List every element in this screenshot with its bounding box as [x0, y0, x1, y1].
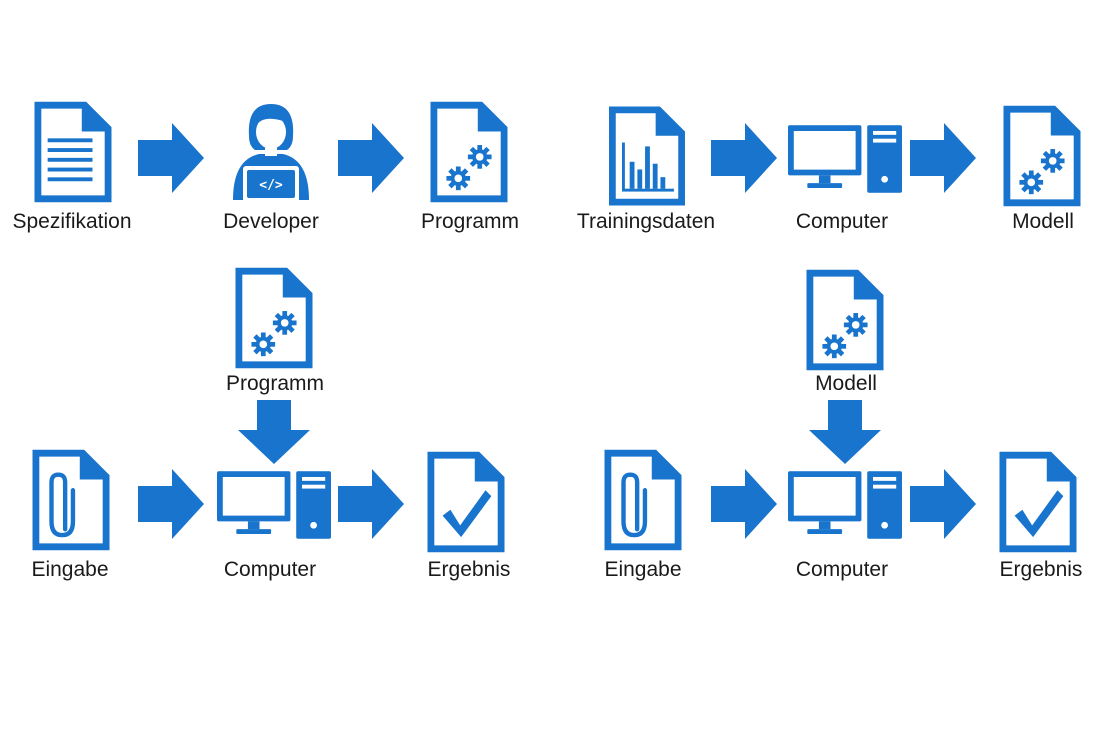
trainingsdaten-node: Trainingsdaten: [566, 100, 726, 240]
computer-node: Computer: [762, 100, 922, 240]
eingabe-node: Eingabe: [563, 448, 723, 588]
computer-label: Computer: [223, 558, 317, 581]
modell-label: Modell: [815, 372, 877, 395]
spezifikation-node: Spezifikation: [0, 100, 152, 240]
modell-label: Modell: [1012, 210, 1074, 233]
ergebnis-label: Ergebnis: [427, 558, 511, 581]
checkmark-document-icon: [999, 450, 1077, 554]
spezifikation-label: Spezifikation: [12, 210, 132, 233]
paperclip-document-icon: [32, 448, 110, 552]
computer-node: Computer: [762, 448, 922, 588]
computer-label: Computer: [795, 558, 889, 581]
computer-icon: [217, 470, 331, 540]
gear-document-icon: [235, 266, 313, 370]
eingabe-label: Eingabe: [604, 558, 682, 581]
developer-node: </> Developer: [191, 100, 351, 240]
ergebnis-label: Ergebnis: [999, 558, 1083, 581]
computer-icon: [788, 124, 902, 194]
eingabe-label: Eingabe: [31, 558, 109, 581]
gear-document-icon: [806, 268, 884, 372]
paperclip-document-icon: [604, 448, 682, 552]
svg-text:</>: </>: [259, 178, 283, 193]
modell-input-node: Modell: [766, 266, 926, 406]
trainingsdaten-label: Trainingsdaten: [576, 210, 716, 233]
eingabe-node: Eingabe: [0, 448, 150, 588]
developer-label: Developer: [223, 210, 319, 233]
programm-label: Programm: [420, 210, 520, 233]
programm-node: Programm: [390, 100, 550, 240]
bar-chart-document-icon: [608, 106, 686, 206]
ergebnis-node: Ergebnis: [961, 448, 1100, 588]
gear-document-icon: [1003, 104, 1081, 208]
programm-label: Programm: [225, 372, 325, 395]
developer-person-icon: </>: [233, 104, 309, 202]
programm-input-node: Programm: [195, 266, 355, 406]
checkmark-document-icon: [427, 450, 505, 554]
computer-node: Computer: [190, 448, 350, 588]
text-document-icon: [34, 100, 112, 204]
computer-icon: [788, 470, 902, 540]
gear-document-icon: [430, 100, 508, 204]
computer-label: Computer: [795, 210, 889, 233]
modell-node: Modell: [963, 100, 1100, 240]
ergebnis-node: Ergebnis: [389, 448, 549, 588]
